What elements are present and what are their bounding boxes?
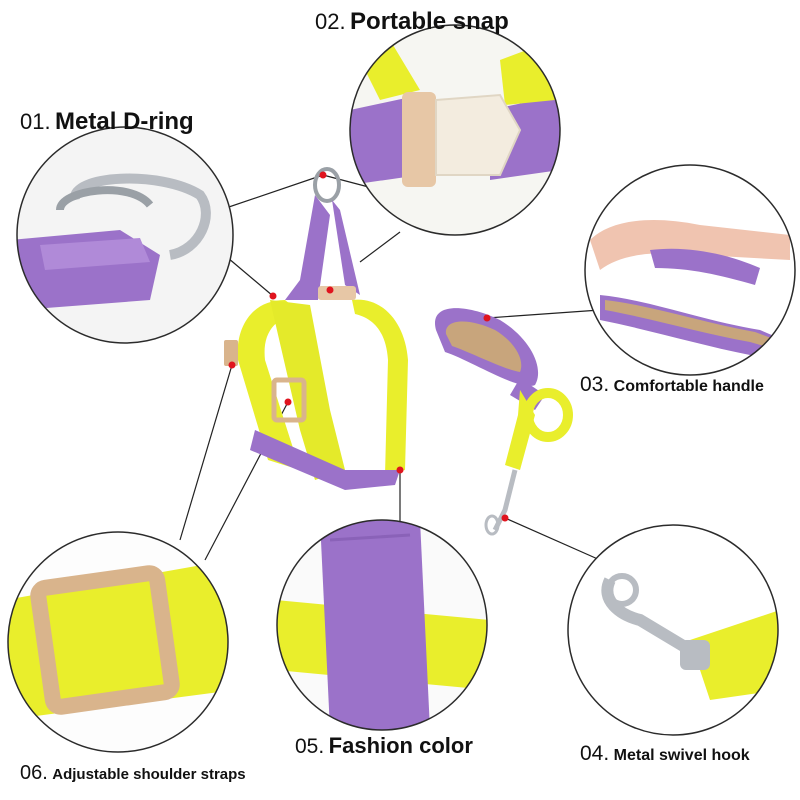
callout-dot xyxy=(483,314,491,322)
callout-dot xyxy=(326,286,334,294)
neck-strap-left xyxy=(285,195,330,300)
leash xyxy=(435,308,573,536)
feature-number: 03. xyxy=(580,373,610,396)
detail-snap xyxy=(349,24,561,236)
feature-number: 06. xyxy=(20,762,48,784)
detail-hook xyxy=(567,524,779,736)
feature-number: 01. xyxy=(20,109,51,134)
callout-dots xyxy=(228,171,509,522)
leader-lines xyxy=(179,174,601,561)
feature-label-metal-swivel-hook: 04. Metal swivel hook xyxy=(580,742,750,766)
feature-number: 04. xyxy=(580,742,610,765)
feature-title: Metal swivel hook xyxy=(613,747,750,764)
feature-number: 05. xyxy=(295,735,325,758)
leash-strap xyxy=(505,390,535,470)
center-strap xyxy=(270,300,345,480)
feature-label-metal-d-ring: 01. Metal D-ring xyxy=(20,108,194,136)
feature-title: Comfortable handle xyxy=(613,378,764,395)
leader-line-d-ring xyxy=(219,174,324,211)
detail-d-ring xyxy=(16,126,234,344)
feature-number: 02. xyxy=(315,9,346,34)
feature-title: Portable snap xyxy=(350,8,509,35)
chest-strap-right xyxy=(352,299,408,475)
snap-buckle xyxy=(318,286,356,300)
feature-title: Metal D-ring xyxy=(55,108,194,135)
feature-label-comfortable-handle: 03. Comfortable handle xyxy=(580,373,764,397)
detail-adjustable-straps xyxy=(7,531,229,753)
feature-label-portable-snap: 02. Portable snap xyxy=(315,8,509,36)
leader-line-d-ring-2 xyxy=(227,257,274,297)
callout-dot xyxy=(284,398,292,406)
callout-dot xyxy=(319,171,327,179)
callout-dot xyxy=(396,466,404,474)
belly-strap-purple xyxy=(250,430,400,490)
callout-dot xyxy=(228,361,236,369)
leader-line-snap-2 xyxy=(359,231,401,263)
harness xyxy=(224,167,408,490)
callout-dot xyxy=(269,292,277,300)
callout-dot xyxy=(501,514,509,522)
neck-strap-right xyxy=(332,200,360,295)
feature-title: Fashion color xyxy=(328,733,473,758)
detail-handle xyxy=(584,164,796,376)
leader-line-hook xyxy=(504,517,601,561)
leash-handle-padding xyxy=(445,321,522,372)
chest-strap-left xyxy=(237,300,300,470)
feature-title: Adjustable shoulder straps xyxy=(52,766,246,783)
leader-line-handle xyxy=(486,309,601,319)
slide-buckle xyxy=(271,377,307,423)
side-buckle xyxy=(224,340,238,366)
leader-line-strap xyxy=(179,364,233,541)
feature-label-fashion-color: 05. Fashion color xyxy=(295,733,473,759)
d-ring xyxy=(313,167,341,203)
detail-fashion-color xyxy=(276,519,488,731)
feature-label-adjustable-shoulder-straps: 06. Adjustable shoulder straps xyxy=(20,762,246,785)
leash-hook-eye xyxy=(484,514,500,536)
